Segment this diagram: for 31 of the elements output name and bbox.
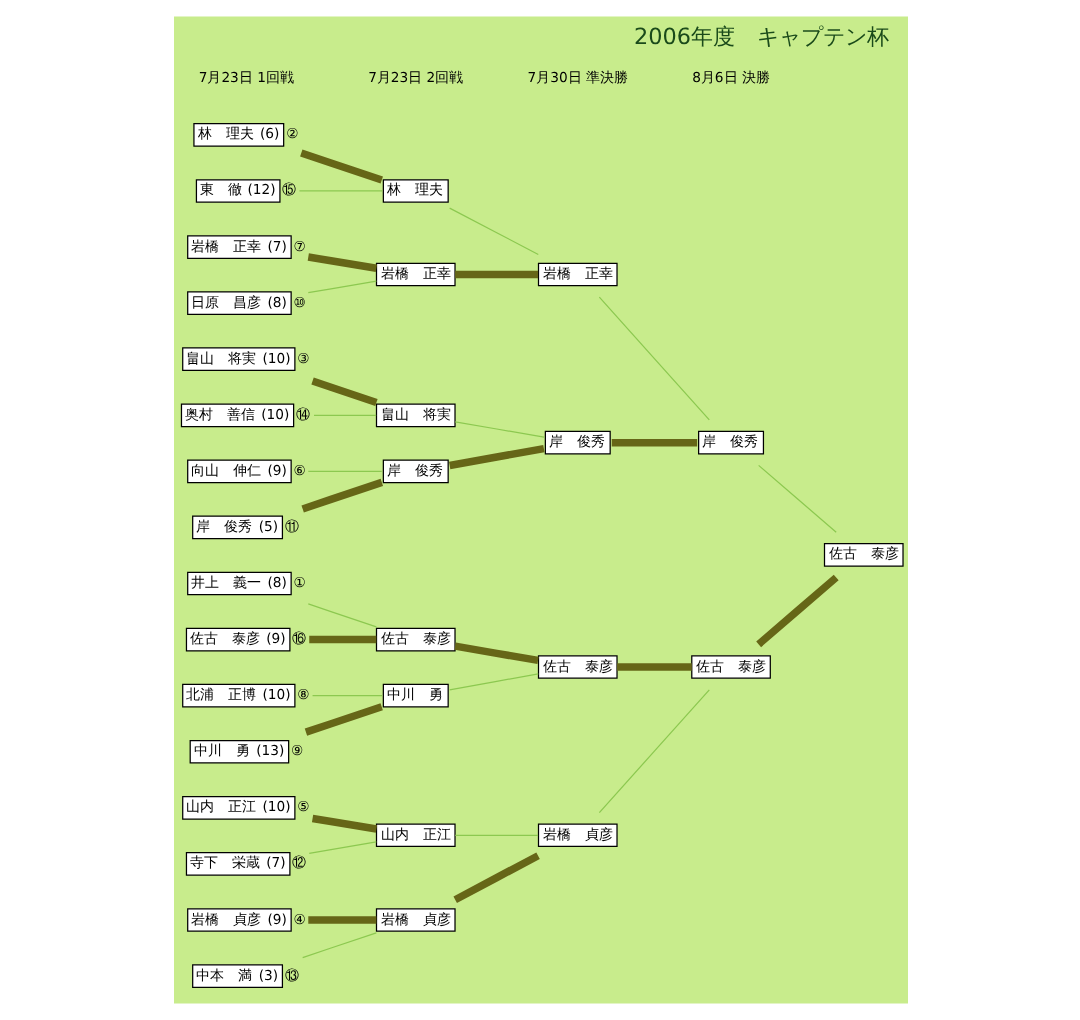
connector	[306, 470, 382, 472]
connector	[454, 270, 538, 279]
connector	[301, 932, 376, 959]
connector	[299, 149, 382, 184]
connector	[308, 635, 376, 644]
connector	[312, 414, 376, 416]
connector	[310, 814, 377, 833]
connector	[297, 190, 382, 192]
connector	[453, 834, 538, 836]
connector	[306, 253, 376, 272]
connector	[448, 444, 544, 470]
connector	[755, 574, 838, 648]
connector	[452, 852, 539, 903]
connector	[448, 673, 538, 691]
connector	[307, 916, 376, 924]
connector	[597, 296, 709, 421]
connector	[597, 689, 709, 814]
connector	[300, 478, 383, 513]
connector	[453, 421, 544, 438]
connector	[610, 438, 697, 447]
connector	[306, 280, 376, 294]
connector	[448, 207, 538, 256]
connector	[453, 642, 538, 665]
connector	[306, 603, 376, 628]
connector	[303, 703, 382, 736]
diagram-title: 2006年度 キャプテン杯	[633, 24, 889, 51]
connector	[757, 464, 836, 533]
connector	[616, 663, 691, 671]
connector	[307, 841, 376, 854]
connector	[310, 377, 377, 407]
connector	[310, 695, 382, 697]
